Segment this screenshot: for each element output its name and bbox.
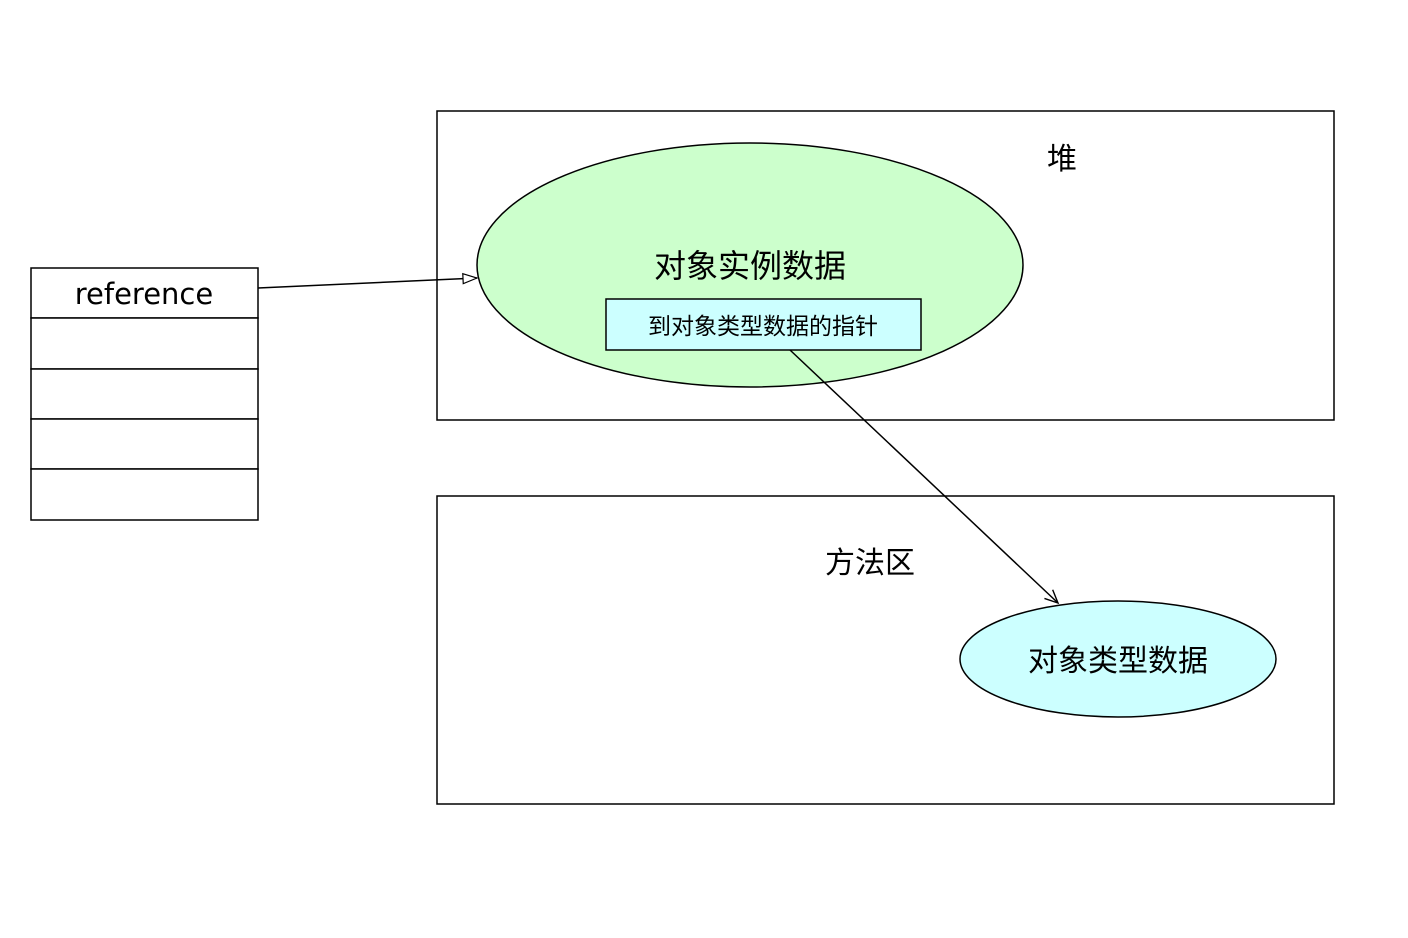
type-pointer-box: [605, 298, 922, 351]
reference-stack: reference: [30, 267, 259, 521]
object-type-data-label: 对象类型数据: [1028, 644, 1208, 679]
method-area-region: 方法区 对象类型数据: [436, 495, 1335, 805]
heap-region: 堆 对象实例数据 到对象类型数据的指针: [436, 110, 1335, 421]
object-instance-label: 对象实例数据: [654, 247, 846, 285]
pointer-to-type-data-arrow: [789, 349, 1060, 605]
reference-cell: [30, 267, 259, 319]
stack-cell: [30, 418, 259, 470]
reference-label: reference: [75, 277, 213, 311]
heap-label: 堆: [1047, 142, 1077, 177]
reference-to-instance-arrow: [257, 278, 477, 289]
type-pointer-label: 到对象类型数据的指针: [648, 314, 878, 340]
stack-cell: [30, 317, 259, 370]
stack-cell: [30, 368, 259, 420]
method-area-label: 方法区: [825, 546, 915, 581]
object-type-data-ellipse: [959, 600, 1277, 718]
stack-cell: [30, 468, 259, 521]
